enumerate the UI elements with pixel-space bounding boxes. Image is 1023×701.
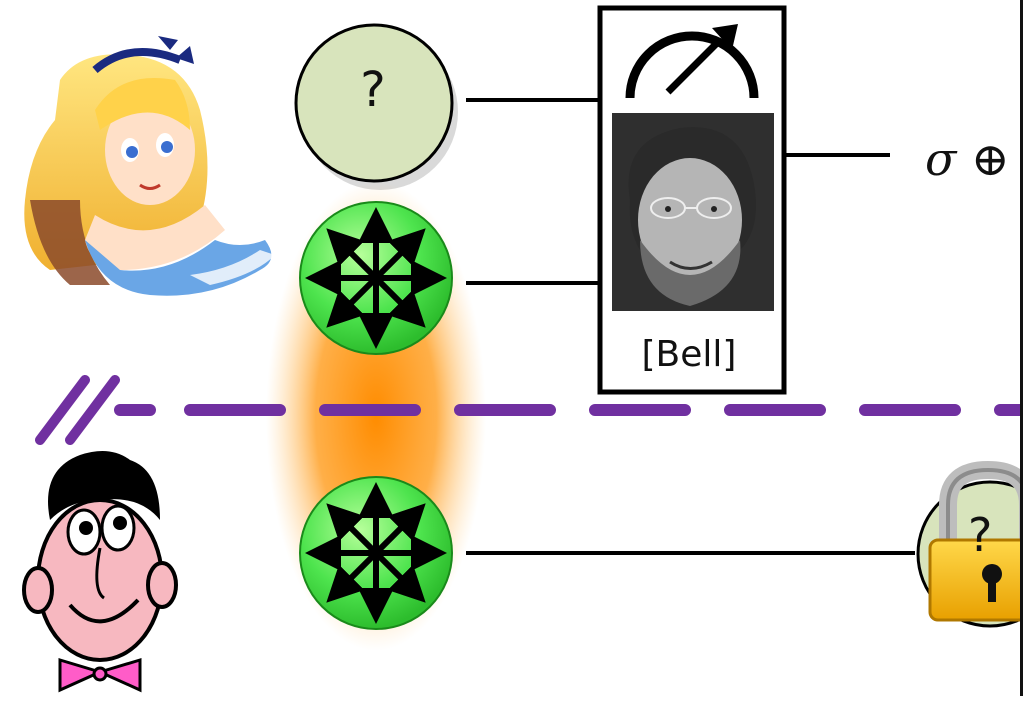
bell-measurement-box (597, 5, 787, 395)
bell-portrait (612, 113, 774, 311)
boundary-line (35, 375, 1023, 445)
unknown-state-node (294, 23, 458, 190)
frame-edge (1020, 0, 1023, 696)
meter-icon (625, 24, 759, 99)
unknown-state-label: ? (360, 62, 386, 118)
bob-illustration (22, 451, 178, 693)
output-symbol: σ ⊕ (925, 132, 1010, 186)
bob-entangled-particle (299, 476, 453, 630)
bell-caption: [Bell] (641, 334, 737, 375)
alice-entangled-particle (299, 201, 453, 355)
alice-illustration (24, 36, 275, 296)
locked-output-label: ? (968, 508, 993, 562)
lock-icon (916, 460, 1023, 628)
